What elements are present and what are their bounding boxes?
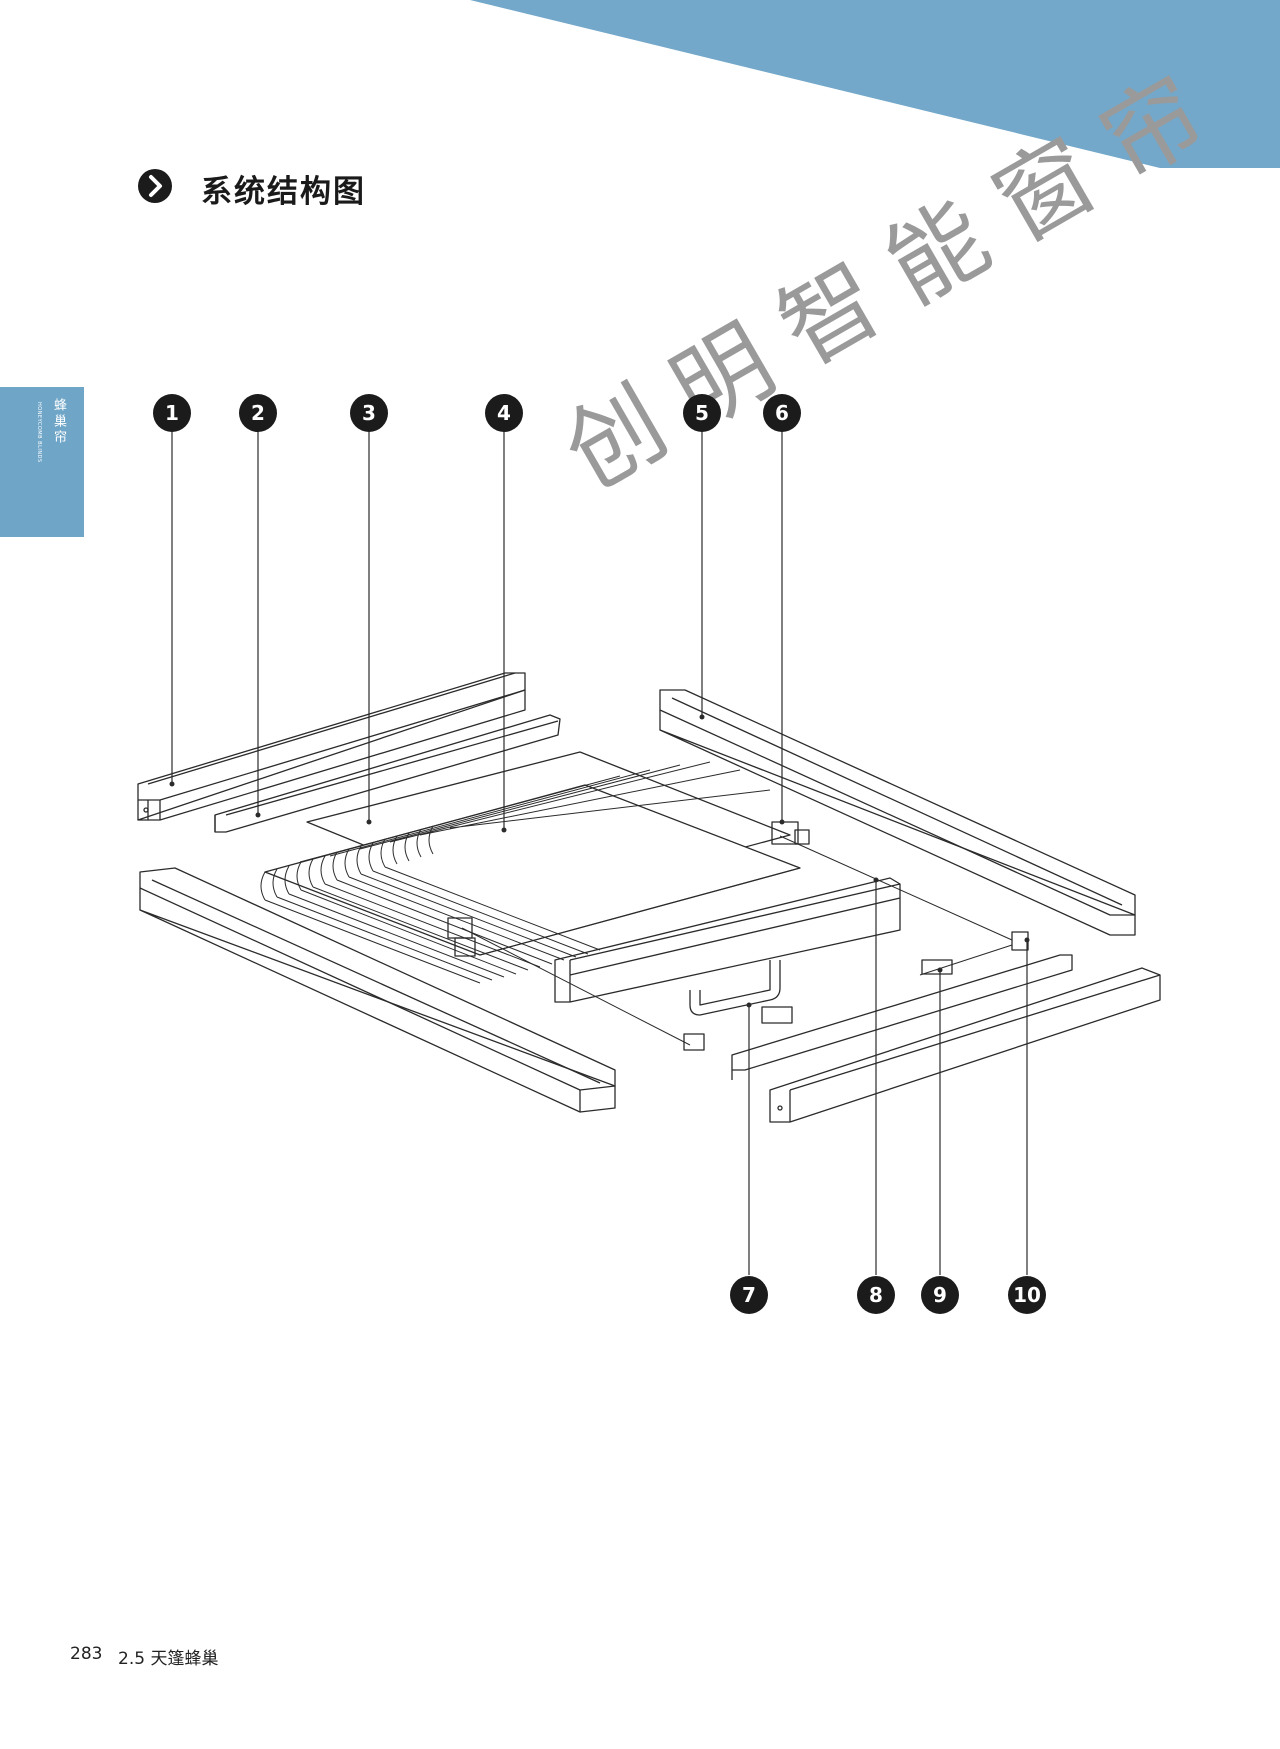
bottom-rail-profile — [769, 967, 1161, 1123]
callout-number: 1 — [153, 394, 191, 432]
callout-number: 6 — [763, 394, 801, 432]
callout-3: 3 — [350, 394, 388, 432]
chevron-right-circle-icon — [138, 169, 172, 203]
structure-diagram — [137, 415, 1161, 1275]
callout-6: 6 — [763, 394, 801, 432]
callout-2: 2 — [239, 394, 277, 432]
side-tab — [0, 387, 84, 537]
callout-number: 5 — [683, 394, 721, 432]
callout-8: 8 — [857, 1276, 895, 1314]
top-banner — [470, 0, 1280, 168]
side-tab-title: 蜂巢帘 — [51, 398, 66, 446]
callout-number: 4 — [485, 394, 523, 432]
callout-7: 7 — [730, 1276, 768, 1314]
side-track-left — [139, 867, 616, 1113]
bottom-rail — [554, 877, 901, 1003]
honeycomb-fabric — [260, 761, 801, 984]
handle — [689, 960, 781, 1016]
callout-4: 4 — [485, 394, 523, 432]
callout-number: 9 — [921, 1276, 959, 1314]
callout-1: 1 — [153, 394, 191, 432]
tension-cords — [461, 835, 1013, 1046]
callout-10: 10 — [1008, 1276, 1046, 1314]
bottom-channel-rail — [731, 954, 1073, 1080]
callout-9: 9 — [921, 1276, 959, 1314]
side-tab-subtitle: HONEYCOMB BLINDS — [36, 402, 42, 463]
head-rail-profile — [137, 672, 526, 821]
callout-number: 7 — [730, 1276, 768, 1314]
callout-number: 10 — [1008, 1276, 1046, 1314]
top-channel-rail — [214, 714, 561, 833]
callout-number: 8 — [857, 1276, 895, 1314]
page-number: 283 — [70, 1644, 103, 1664]
section-title: 系统结构图 — [201, 174, 366, 210]
callout-number: 2 — [239, 394, 277, 432]
corner-connectors — [447, 821, 1029, 1051]
footer-section: 2.5 天篷蜂巢 — [118, 1649, 219, 1669]
callout-number: 3 — [350, 394, 388, 432]
side-track-right — [659, 689, 1136, 936]
callout-5: 5 — [683, 394, 721, 432]
leader-lines — [171, 415, 1028, 1275]
